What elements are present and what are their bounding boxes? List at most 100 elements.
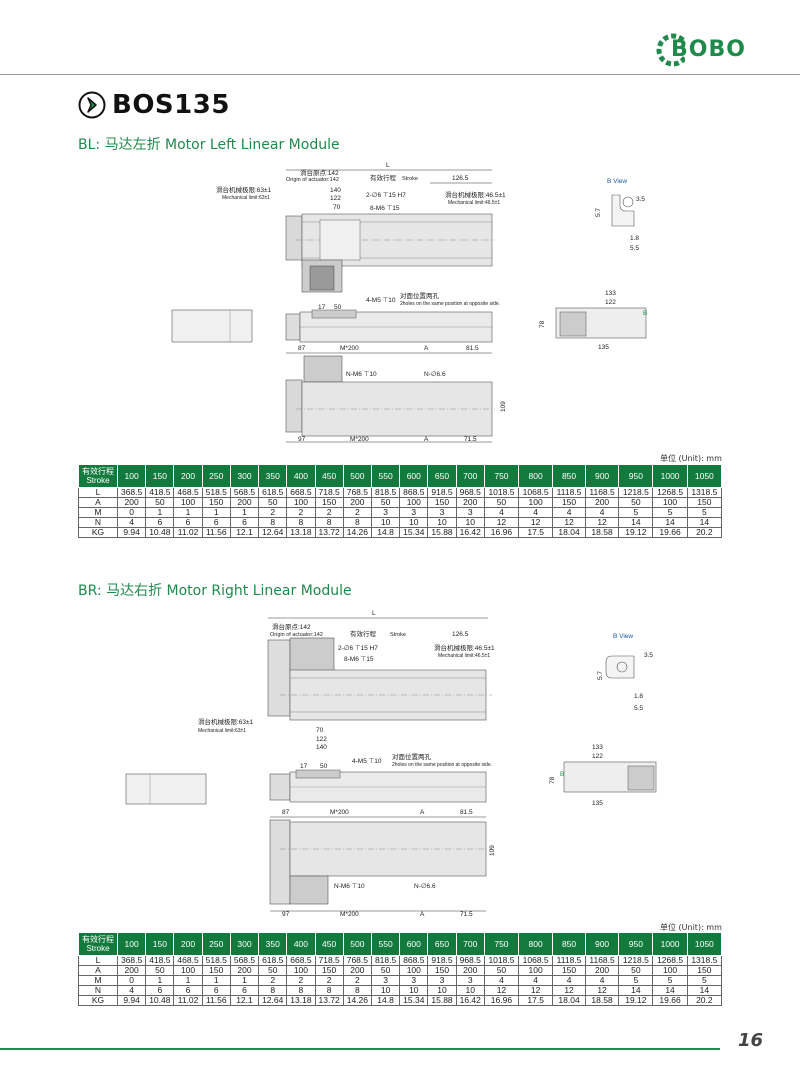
label-opp-cn: 对面位置两孔: [400, 291, 440, 300]
table-cell: 2: [314, 507, 344, 518]
table-cell: 618.5: [258, 487, 288, 498]
table-cell: 1: [229, 507, 260, 518]
table-cell: 13.18: [286, 995, 316, 1006]
table-cell: 50: [483, 497, 520, 508]
table-cell: 4: [483, 507, 520, 518]
stroke-col-header: 600: [399, 464, 429, 488]
table-cell: 6: [145, 985, 175, 996]
row-label: M: [78, 507, 118, 518]
table-cell: 6: [201, 985, 231, 996]
dim-122: 122: [605, 299, 616, 306]
label-n-m6: N-M6 ⊤10: [334, 883, 365, 890]
stroke-col-header: 850: [552, 932, 586, 956]
page-title-row: BOS135: [78, 88, 230, 122]
table-cell: 12: [483, 517, 520, 528]
table-cell: 100: [286, 965, 316, 976]
dim-140: 140: [330, 187, 341, 194]
table-cell: 12: [552, 985, 586, 996]
stroke-col-header: 1050: [686, 932, 723, 956]
table-cell: 12.64: [258, 527, 288, 538]
br-end-view: 133 122 78 B 135: [549, 744, 657, 807]
table-cell: 200: [455, 497, 485, 508]
stroke-col-header: 300: [229, 464, 260, 488]
bl-top-view: L 滑台原点:142 Origin of actuator:142 有效行程 S…: [216, 162, 506, 293]
stroke-col-header: 250: [201, 932, 231, 956]
table-cell: 14.26: [342, 995, 372, 1006]
dim-133: 133: [605, 290, 616, 297]
table-cell: 50: [258, 497, 288, 508]
br-b-view: B View 3.5 5.7 1.8 5.5: [597, 633, 653, 712]
stroke-col-header: 450: [314, 464, 344, 488]
table-cell: 2: [286, 507, 316, 518]
label-hole-4-m5: 4-M5 ⊤10: [352, 758, 382, 765]
table-cell: 418.5: [145, 487, 175, 498]
dim-78: 78: [549, 776, 556, 784]
table-cell: 568.5: [229, 955, 260, 966]
table-cell: 3: [370, 975, 401, 986]
table-cell: 19.12: [618, 995, 654, 1006]
stroke-col-header: 550: [370, 464, 401, 488]
row-label: N: [78, 985, 118, 996]
table-cell: 8: [314, 985, 344, 996]
table-cell: 11.02: [173, 527, 203, 538]
table-cell: 150: [314, 965, 344, 976]
table-cell: 4: [483, 975, 520, 986]
table-cell: 20.2: [686, 995, 723, 1006]
label-mech-left-cn: 滑台机械极限:63±1: [216, 185, 272, 194]
stroke-col-header: 150: [145, 932, 175, 956]
table-cell: 0: [116, 507, 147, 518]
brand-name: BOBO: [671, 37, 746, 62]
dim-122: 122: [316, 736, 327, 743]
stroke-col-header: 900: [584, 464, 620, 488]
table-cell: 50: [145, 497, 175, 508]
label-b: B: [643, 310, 647, 317]
table-cell: 8: [342, 985, 372, 996]
table-cell: 10.48: [145, 995, 175, 1006]
dim-71-5: 71.5: [460, 911, 473, 918]
dim-a-b: A: [420, 911, 425, 918]
stroke-col-header: 1000: [652, 932, 688, 956]
table-cell: 200: [342, 497, 372, 508]
bl-end-view: 133 122 78 B 135: [539, 290, 647, 351]
table-cell: 1: [173, 507, 203, 518]
table-cell: 368.5: [116, 955, 147, 966]
table-cell: 1218.5: [618, 487, 654, 498]
stroke-col-header: 100: [116, 464, 147, 488]
dim-17: 17: [318, 304, 326, 311]
table-cell: 12.64: [258, 995, 288, 1006]
table-cell: 200: [584, 965, 620, 976]
bl-bottom-view: 87 M*200 A 81.5 N-M6 ⊤10 N-∅6.6 109 97 M…: [285, 345, 507, 443]
drawing-br: L 滑台原点:142 Origin of actuator:142 有效行程 S…: [125, 610, 657, 918]
label-mech-right-cn: 滑台机械极限:46.5±1: [434, 643, 495, 652]
table-cell: 14.8: [370, 527, 401, 538]
stroke-col-header: 350: [258, 464, 288, 488]
stroke-col-header: 800: [518, 932, 554, 956]
label-n-6-6: N-∅6.6: [414, 883, 436, 890]
dim-17: 17: [300, 763, 308, 770]
label-stroke-cn: 有效行程: [370, 173, 397, 182]
dim-a: A: [420, 809, 425, 816]
dim-109: 109: [500, 401, 507, 412]
table-cell: 18.58: [584, 995, 620, 1006]
dim-1-8: 1.8: [630, 235, 639, 242]
table-cell: 9.94: [116, 527, 147, 538]
table-cell: 17.5: [518, 527, 554, 538]
row-label: KG: [78, 527, 118, 538]
table-cell: 200: [584, 497, 620, 508]
table-cell: 13.72: [314, 527, 344, 538]
table-cell: 3: [427, 507, 457, 518]
table-cell: 200: [116, 965, 147, 976]
label-opp-en: 2holes on the same position at opposite …: [392, 762, 492, 768]
table-cell: 200: [229, 497, 260, 508]
stroke-col-header: 350: [258, 932, 288, 956]
row-label: M: [78, 975, 118, 986]
label-origin-en: Origin of actuator:142: [270, 632, 323, 638]
table-cell: 3: [455, 507, 485, 518]
table-cell: 968.5: [455, 955, 485, 966]
label-n-6-6: N-∅6.6: [424, 371, 446, 378]
table-cell: 1: [145, 975, 175, 986]
